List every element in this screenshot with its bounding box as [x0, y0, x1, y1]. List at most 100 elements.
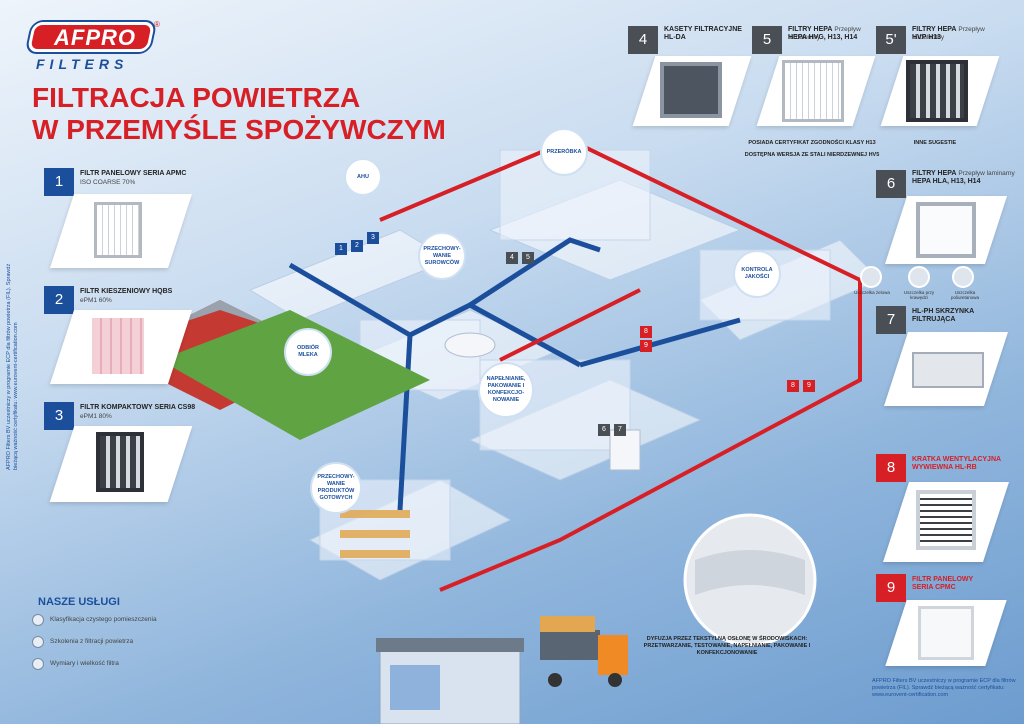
certification-note: AFPRO Filters BV uczestniczy w programie… — [872, 678, 1016, 698]
map-tag-9a: 9 — [640, 340, 652, 352]
panel-filter-icon — [918, 606, 974, 660]
hepa-filter-icon — [782, 60, 844, 122]
card-number: 2 — [44, 286, 74, 314]
map-tag-9b: 9 — [803, 380, 815, 392]
bag-filter-icon — [92, 318, 144, 374]
return-duct-1 — [379, 137, 862, 592]
card-subtitle: HEPA HVG, H13, H14 — [788, 34, 858, 41]
truck-illustration — [540, 616, 628, 687]
hepa-certificate-caption: POSIADA CERTYFIKAT ZGODNOŚCI KLASY H13 D… — [744, 140, 880, 158]
top-card-4: 4 KASETY FILTRACYJNE HL-DA — [628, 26, 752, 136]
card-title: FILTR PANELOWY — [912, 576, 974, 583]
card-subtitle: WYWIEWNA HL-RB — [912, 464, 977, 471]
card-number: 4 — [628, 26, 658, 54]
gasket-label: Uszczelka żelowa — [854, 290, 890, 295]
bubble-quality-control: KONTROLA JAKOŚCI — [733, 250, 781, 298]
diffusion-caption: DYFUZJA PRZEZ TEKSTYLNĄ OSŁONĘ W ŚRODOWI… — [643, 636, 811, 656]
map-tag-6: 6 — [598, 424, 610, 436]
right-card-7: 7 HL-PH SKRZYNKA FILTRUJĄCA — [876, 306, 1016, 426]
card-subtitle: HEPA HLA, H13, H14 — [912, 178, 981, 185]
bubble-filling-packing: NAPEŁNIANIE, PAKOWANIE I KONFEKCJO-NOWAN… — [478, 362, 534, 418]
map-tag-7: 7 — [614, 424, 626, 436]
afpro-logo: AFPRO ® FILTERS — [24, 20, 160, 74]
filter-box-icon — [912, 352, 984, 388]
card-number: 3 — [44, 402, 74, 430]
panel-filter-icon — [94, 202, 142, 258]
card-number: 8 — [876, 454, 906, 482]
card-subtitle: HL-DA — [664, 34, 686, 41]
compact-filter-icon — [96, 432, 144, 492]
map-tag-1: 1 — [335, 243, 347, 255]
top-card-5-prime: 5' FILTRY HEPA Przepływ turbulentny HVP … — [876, 26, 1000, 136]
card-number: 1 — [44, 168, 74, 196]
left-card-1: 1 FILTR PANELOWY SERIA APMC ISO COARSE 7… — [44, 168, 284, 278]
map-tag-8b: 8 — [787, 380, 799, 392]
map-tag-3: 3 — [367, 232, 379, 244]
services-list: Klasyfikacja czystego pomieszczenia Szko… — [32, 614, 212, 674]
card-number: 7 — [876, 306, 906, 334]
card-title: FILTRY HEPA — [912, 26, 957, 33]
bubble-finished-storage: PRZECHOWY-WANIE PRODUKTÓW GOTOWYCH — [310, 462, 362, 514]
card-title: FILTR KIESZENIOWY HQBS — [80, 288, 173, 295]
supply-duct-4 — [397, 334, 413, 511]
card-number: 5' — [876, 26, 906, 54]
registered-mark: ® — [154, 20, 160, 29]
map-tag-5: 5 — [522, 252, 534, 264]
brand-name: AFPRO — [54, 25, 136, 50]
card-subtitle: HVP H13 — [912, 34, 942, 41]
left-card-2: 2 FILTR KIESZENIOWY HQBS ePM1 60% — [44, 286, 284, 396]
filter-cassette-icon — [660, 62, 722, 118]
card-flow-type: Przepływ laminarny — [958, 170, 1015, 177]
card-number: 9 — [876, 574, 906, 602]
card-title: FILTR KOMPAKTOWY SERIA CS98 — [80, 404, 196, 411]
card-subtitle: FILTRUJĄCA — [912, 316, 956, 323]
card-flow-type: Przepływ turbulentny — [912, 26, 985, 41]
gel-gasket-icon — [860, 266, 882, 288]
right-card-8: 8 KRATKA WENTYLACYJNA WYWIEWNA HL-RB — [876, 454, 1016, 572]
card-number: 6 — [876, 170, 906, 198]
card-title: FILTRY HEPA — [912, 170, 957, 177]
card-title: FILTRY HEPA — [788, 26, 833, 33]
right-card-6: 6 FILTRY HEPA Przepływ laminarny HEPA HL… — [876, 170, 1016, 300]
card-subtitle: SERIA CPMC — [912, 584, 956, 591]
supply-duct-3 — [579, 317, 741, 368]
training-icon — [32, 636, 44, 648]
cleanroom-icon — [32, 614, 44, 626]
card-title: HL-PH SKRZYNKA — [912, 308, 975, 315]
edge-gasket-icon — [908, 266, 930, 288]
service-item: Klasyfikacja czystego pomieszczenia — [50, 616, 157, 623]
laminar-hepa-icon — [916, 202, 976, 258]
card-title: FILTR PANELOWY SERIA APMC — [80, 170, 187, 177]
services-title: NASZE USŁUGI — [38, 596, 120, 608]
card-subtitle: ePM1 60% — [80, 297, 112, 304]
other-suggestions: INNE SUGESTIE — [913, 140, 957, 146]
polyurethane-gasket-icon — [952, 266, 974, 288]
card-subtitle: ePM1 80% — [80, 413, 112, 420]
supply-duct-2 — [468, 237, 601, 308]
shop-illustration — [376, 638, 524, 724]
grille-icon — [916, 490, 976, 550]
gasket-options: Uszczelka żelowa Uszczelka przy krawędzi… — [846, 266, 1024, 302]
card-title: KRATKA WENTYLACYJNA — [912, 456, 1002, 463]
bubble-milk-reception: ODBIÓR MLEKA — [284, 328, 332, 376]
supply-duct-1 — [288, 262, 582, 368]
page-title: FILTRACJA POWIETRZA W PRZEMYŚLE SPOŻYWCZ… — [32, 82, 446, 145]
bubble-ahu: AHU — [344, 158, 382, 196]
map-tag-8a: 8 — [640, 326, 652, 338]
card-flow-type: Przepływ turbulentny — [788, 26, 861, 41]
dimensions-icon — [32, 658, 44, 670]
side-certification-note: AFPRO Filters BV uczestniczy w programie… — [6, 263, 19, 470]
service-item: Wymiary i wielkość filtra — [50, 660, 119, 667]
card-title: KASETY FILTRACYJNE — [664, 26, 742, 33]
gasket-label: Uszczelka poliuretanowa — [950, 290, 980, 300]
right-card-9: 9 FILTR PANELOWY SERIA CPMC — [876, 574, 1016, 674]
gasket-label: Uszczelka przy krawędzi — [903, 290, 935, 300]
bubble-raw-storage: PRZECHOWY-WANIE SUROWCÓW — [418, 232, 466, 280]
brand-sub: FILTERS — [36, 56, 129, 72]
card-number: 5 — [752, 26, 782, 54]
service-item: Szkolenia z filtracji powietrza — [50, 638, 134, 645]
process-illustration — [160, 137, 880, 724]
return-duct-2 — [499, 288, 641, 362]
map-tag-2: 2 — [351, 240, 363, 252]
